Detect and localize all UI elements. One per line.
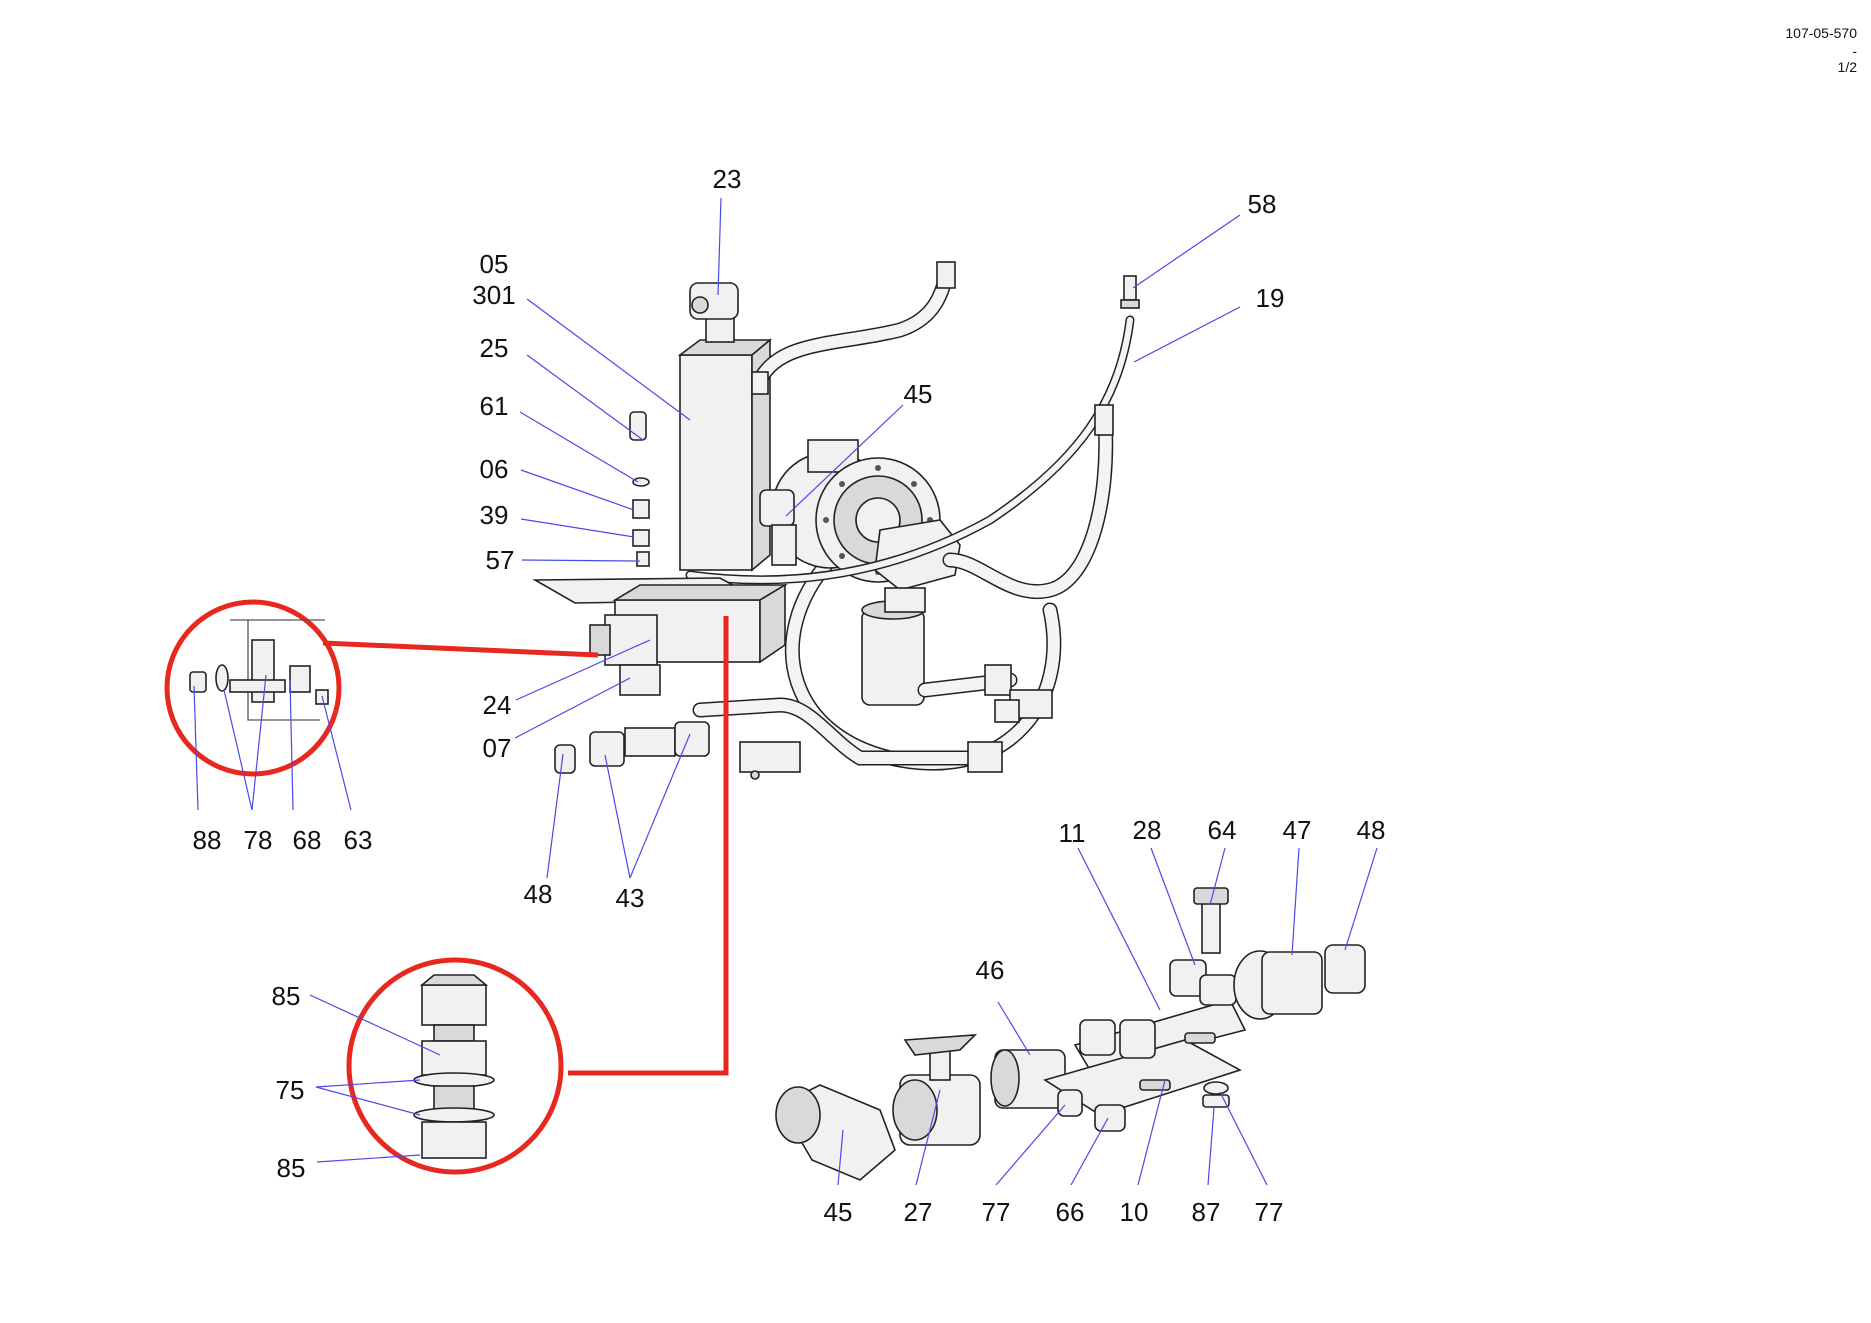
drawing-sheet: 1/2 [1837, 59, 1857, 75]
callout-45-top: 45 [904, 379, 933, 409]
washer-75-lower [413, 1107, 495, 1123]
detail-circle-bracket [164, 599, 342, 777]
detail-link-left [322, 640, 599, 658]
fitting-06 [632, 499, 650, 519]
fitting-57 [636, 551, 650, 567]
callout-301: 301 [472, 280, 515, 310]
callout-10: 10 [1120, 1197, 1149, 1227]
fitting-39 [632, 529, 650, 547]
valve-handle [903, 1034, 978, 1056]
callout-87: 87 [1192, 1197, 1221, 1227]
drawing-number: 107-05-570 [1785, 25, 1857, 41]
coupling-43-b [674, 721, 710, 757]
filter-canister [861, 609, 925, 706]
callout-88: 88 [193, 825, 222, 855]
callout-28: 28 [1133, 815, 1162, 845]
detail-links [322, 616, 729, 1076]
callout-labels: 23 58 19 05 301 25 61 45 06 39 57 24 07 … [193, 164, 1386, 1227]
callout-57: 57 [486, 545, 515, 575]
callout-06: 06 [480, 454, 509, 484]
drawing-revision: - [1852, 43, 1857, 59]
exploded-manifold [775, 887, 1366, 1181]
bolt-head [421, 984, 487, 1026]
fitting-58 [1123, 275, 1137, 301]
callout-77-right: 77 [1255, 1197, 1284, 1227]
callout-43: 43 [616, 883, 645, 913]
callout-23: 23 [713, 164, 742, 194]
washer-77-left [1057, 1089, 1083, 1117]
callout-85-top: 85 [272, 981, 301, 1011]
bolt-68 [289, 665, 311, 693]
callout-48-right: 48 [1357, 815, 1386, 845]
callout-48-left: 48 [524, 879, 553, 909]
callout-24: 24 [483, 690, 512, 720]
bolt-66 [1094, 1104, 1126, 1132]
callout-63: 63 [344, 825, 373, 855]
callout-58: 58 [1248, 189, 1277, 219]
callout-61: 61 [480, 391, 509, 421]
callout-39: 39 [480, 500, 509, 530]
nut-85-lower [421, 1121, 487, 1159]
nut-88 [189, 671, 207, 693]
callout-85-bottom: 85 [277, 1153, 306, 1183]
plug-48 [554, 744, 576, 774]
callout-07: 07 [483, 733, 512, 763]
leader-lines [193, 197, 1378, 1186]
washer-77-right [1203, 1081, 1229, 1095]
o-ring-61 [632, 477, 650, 487]
callout-75: 75 [276, 1075, 305, 1105]
detail-link-bolt [568, 616, 729, 1076]
callout-05: 05 [480, 249, 509, 279]
callout-19: 19 [1256, 283, 1285, 313]
top-hose [752, 272, 953, 388]
detail-circle-left [164, 599, 342, 777]
main-assembly [532, 261, 1140, 780]
callout-27: 27 [904, 1197, 933, 1227]
nut-85-upper [421, 1040, 487, 1076]
callout-47: 47 [1283, 815, 1312, 845]
coupling-43-a [589, 731, 625, 767]
callout-68: 68 [293, 825, 322, 855]
callout-46: 46 [976, 955, 1005, 985]
column-housing [679, 354, 753, 571]
callout-11: 11 [1059, 818, 1086, 848]
callout-64: 64 [1208, 815, 1237, 845]
callout-25: 25 [480, 333, 509, 363]
washer-75-upper [413, 1072, 495, 1088]
washer-78 [215, 664, 229, 692]
detail-circle-bolt [346, 957, 564, 1175]
callout-66: 66 [1056, 1197, 1085, 1227]
callout-77-left: 77 [982, 1197, 1011, 1227]
bracket [739, 741, 801, 773]
fitting-48-exploded [1324, 944, 1366, 994]
elbow-45 [759, 489, 795, 527]
manifold-bar-11 [1073, 999, 1247, 1071]
detail-circle-bolt-stack [346, 957, 564, 1175]
callout-78: 78 [244, 825, 273, 855]
callout-45-bottom: 45 [824, 1197, 853, 1227]
